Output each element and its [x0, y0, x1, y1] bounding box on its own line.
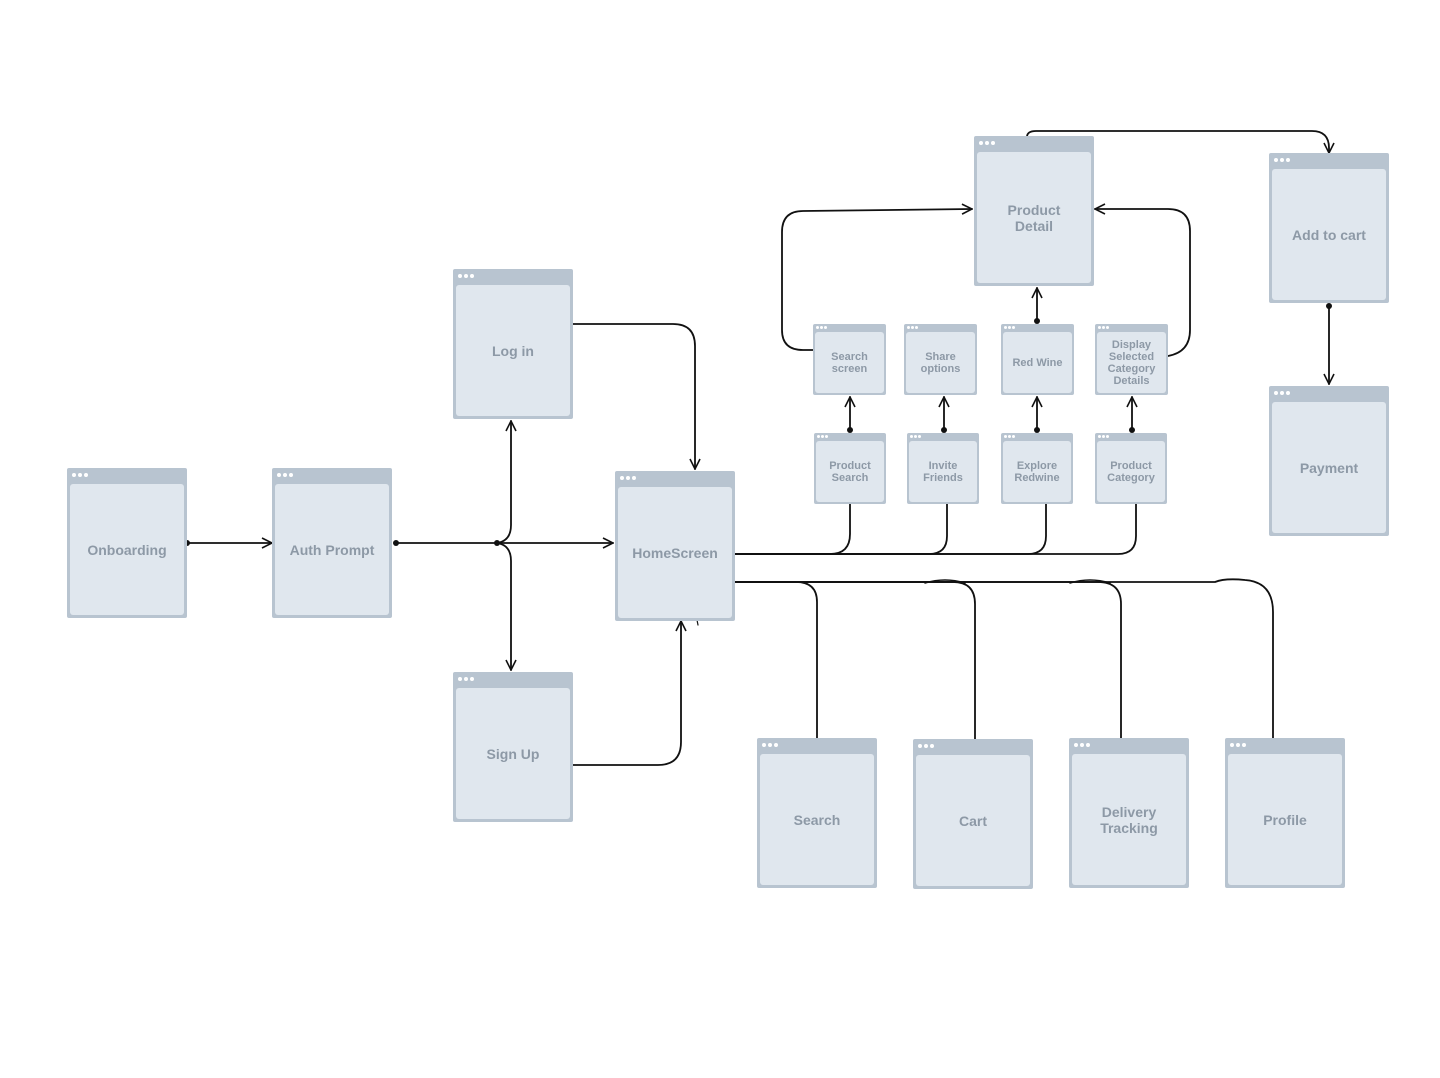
screen-label: Product Detail: [1007, 201, 1061, 234]
screen-search[interactable]: Search: [757, 738, 877, 888]
connector-home-invite-friends: [734, 503, 948, 555]
window-dots-icon: [72, 473, 88, 477]
screen-red-wine[interactable]: Red Wine: [1001, 324, 1074, 395]
window-titlebar: [1095, 324, 1168, 332]
window-titlebar: [904, 324, 977, 332]
screen-label: Search: [793, 811, 841, 828]
screen-label: Delivery Tracking: [1100, 803, 1158, 836]
window-dots-icon: [277, 473, 293, 477]
screen-cart[interactable]: Cart: [913, 739, 1033, 889]
screen-label: Cart: [958, 812, 987, 829]
screen-label: Product Category: [1107, 459, 1155, 484]
screen-label: Payment: [1299, 459, 1359, 476]
screen-label: Explore Redwine: [1014, 459, 1060, 484]
screen-search-screen[interactable]: Search screen: [813, 324, 886, 395]
window-dots-icon: [1004, 326, 1015, 329]
screen-auth-prompt[interactable]: Auth Prompt: [272, 468, 392, 618]
window-titlebar: [1269, 386, 1389, 402]
screen-homescreen[interactable]: HomeScreen: [615, 471, 735, 621]
screen-label: HomeScreen: [632, 544, 718, 561]
screen-label: Log in: [492, 342, 534, 359]
connector-signup-homescreen: [572, 621, 681, 766]
window-titlebar: [67, 468, 187, 484]
window-titlebar: [1225, 738, 1345, 754]
window-titlebar: [814, 433, 886, 441]
window-titlebar: [757, 738, 877, 754]
window-dots-icon: [1098, 435, 1109, 438]
connector-search-screen-product-detail: [781, 209, 972, 351]
window-dots-icon: [1274, 158, 1290, 162]
window-dots-icon: [1098, 326, 1109, 329]
window-titlebar: [453, 269, 573, 285]
screen-label: Share options: [920, 350, 961, 375]
window-titlebar: [907, 433, 979, 441]
screen-label: Sign Up: [486, 745, 540, 762]
window-dots-icon: [1004, 435, 1015, 438]
connector-home-explore-redwine: [734, 503, 1047, 555]
window-dots-icon: [817, 435, 828, 438]
screen-onboarding[interactable]: Onboarding: [67, 468, 187, 618]
window-dots-icon: [1230, 743, 1246, 747]
connector-login-homescreen: [572, 323, 695, 469]
connector-auth-login: [496, 421, 511, 544]
screen-label: Product Search: [829, 459, 871, 484]
connector-product-detail-add-to-cart: [1026, 130, 1329, 153]
screen-payment[interactable]: Payment: [1269, 386, 1389, 536]
window-titlebar: [1001, 324, 1074, 332]
screen-share-options[interactable]: Share options: [904, 324, 977, 395]
window-dots-icon: [918, 744, 934, 748]
screen-label: Onboarding: [87, 541, 167, 558]
connector-home-product-category: [734, 503, 1137, 555]
connector-home-profile: [734, 578, 1274, 739]
screen-add-to-cart[interactable]: Add to cart: [1269, 153, 1389, 303]
screen-label: Auth Prompt: [289, 541, 375, 558]
window-titlebar: [974, 136, 1094, 152]
window-dots-icon: [816, 326, 827, 329]
screen-label: Search screen: [831, 350, 868, 375]
screen-label: Display Selected Category Details: [1107, 338, 1156, 387]
connector-home-search: [734, 581, 818, 739]
screen-label: Add to cart: [1292, 226, 1366, 243]
screen-product-detail[interactable]: Product Detail: [974, 136, 1094, 286]
screen-label: Profile: [1263, 811, 1307, 828]
screen-display-selected-category-details[interactable]: Display Selected Category Details: [1095, 324, 1168, 395]
window-dots-icon: [620, 476, 636, 480]
window-dots-icon: [1274, 391, 1290, 395]
window-dots-icon: [458, 274, 474, 278]
screen-product-search[interactable]: Product Search: [814, 433, 886, 504]
window-dots-icon: [910, 435, 921, 438]
window-titlebar: [453, 672, 573, 688]
window-dots-icon: [762, 743, 778, 747]
window-dots-icon: [1074, 743, 1090, 747]
window-dots-icon: [979, 141, 995, 145]
screen-product-category[interactable]: Product Category: [1095, 433, 1167, 504]
window-titlebar: [615, 471, 735, 487]
screen-label: Red Wine: [1012, 356, 1063, 369]
window-titlebar: [1001, 433, 1073, 441]
connector-display-product-detail: [1095, 209, 1191, 357]
window-titlebar: [1269, 153, 1389, 169]
screen-invite-friends[interactable]: Invite Friends: [907, 433, 979, 504]
screen-delivery-tracking[interactable]: Delivery Tracking: [1069, 738, 1189, 888]
screen-explore-redwine[interactable]: Explore Redwine: [1001, 433, 1073, 504]
screen-log-in[interactable]: Log in: [453, 269, 573, 419]
window-titlebar: [1095, 433, 1167, 441]
screen-sign-up[interactable]: Sign Up: [453, 672, 573, 822]
window-titlebar: [1069, 738, 1189, 754]
connector-auth-signup: [496, 542, 511, 670]
connector-home-delivery: [734, 581, 1122, 739]
screen-label: Invite Friends: [923, 459, 963, 484]
connector-home-product-search: [734, 503, 851, 555]
window-dots-icon: [458, 677, 474, 681]
window-titlebar: [913, 739, 1033, 755]
screen-profile[interactable]: Profile: [1225, 738, 1345, 888]
connector-home-cart: [734, 581, 976, 741]
window-titlebar: [813, 324, 886, 332]
window-titlebar: [272, 468, 392, 484]
window-dots-icon: [907, 326, 918, 329]
